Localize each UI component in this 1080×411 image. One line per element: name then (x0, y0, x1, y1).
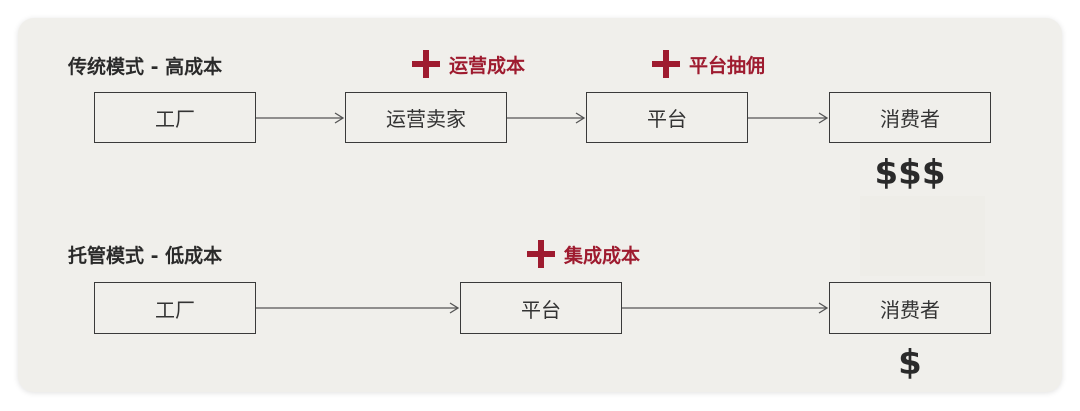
price-high: $$$ (874, 153, 946, 193)
cost-label: 运营成本 (449, 54, 526, 77)
arrow-platform-to-consumer (748, 112, 829, 124)
price-low: $ (898, 343, 922, 383)
hosted-mode-title: 托管模式 - 低成本 (68, 245, 223, 267)
cost-platform-commission: 平台抽佣 (652, 50, 765, 78)
node-factory: 工厂 (94, 92, 256, 143)
cost-operation: 运营成本 (412, 50, 525, 78)
arrow-platform-to-consumer-hosted (622, 302, 829, 314)
node-platform: 平台 (586, 92, 748, 143)
arrow-factory-to-platform-hosted (256, 302, 460, 314)
node-factory-hosted: 工厂 (94, 282, 256, 334)
node-consumer: 消费者 (829, 92, 991, 143)
traditional-mode-title: 传统模式 - 高成本 (68, 56, 223, 78)
cost-label: 平台抽佣 (689, 54, 766, 77)
plus-icon (527, 240, 555, 268)
faint-patch (860, 196, 985, 276)
node-consumer-hosted: 消费者 (829, 282, 991, 334)
plus-icon (412, 50, 440, 78)
cost-integration: 集成成本 (527, 240, 640, 268)
arrow-factory-to-seller (256, 112, 345, 124)
arrow-seller-to-platform (507, 112, 586, 124)
node-platform-hosted: 平台 (460, 282, 622, 334)
cost-label: 集成成本 (564, 244, 641, 267)
node-seller: 运营卖家 (345, 92, 507, 143)
plus-icon (652, 50, 680, 78)
